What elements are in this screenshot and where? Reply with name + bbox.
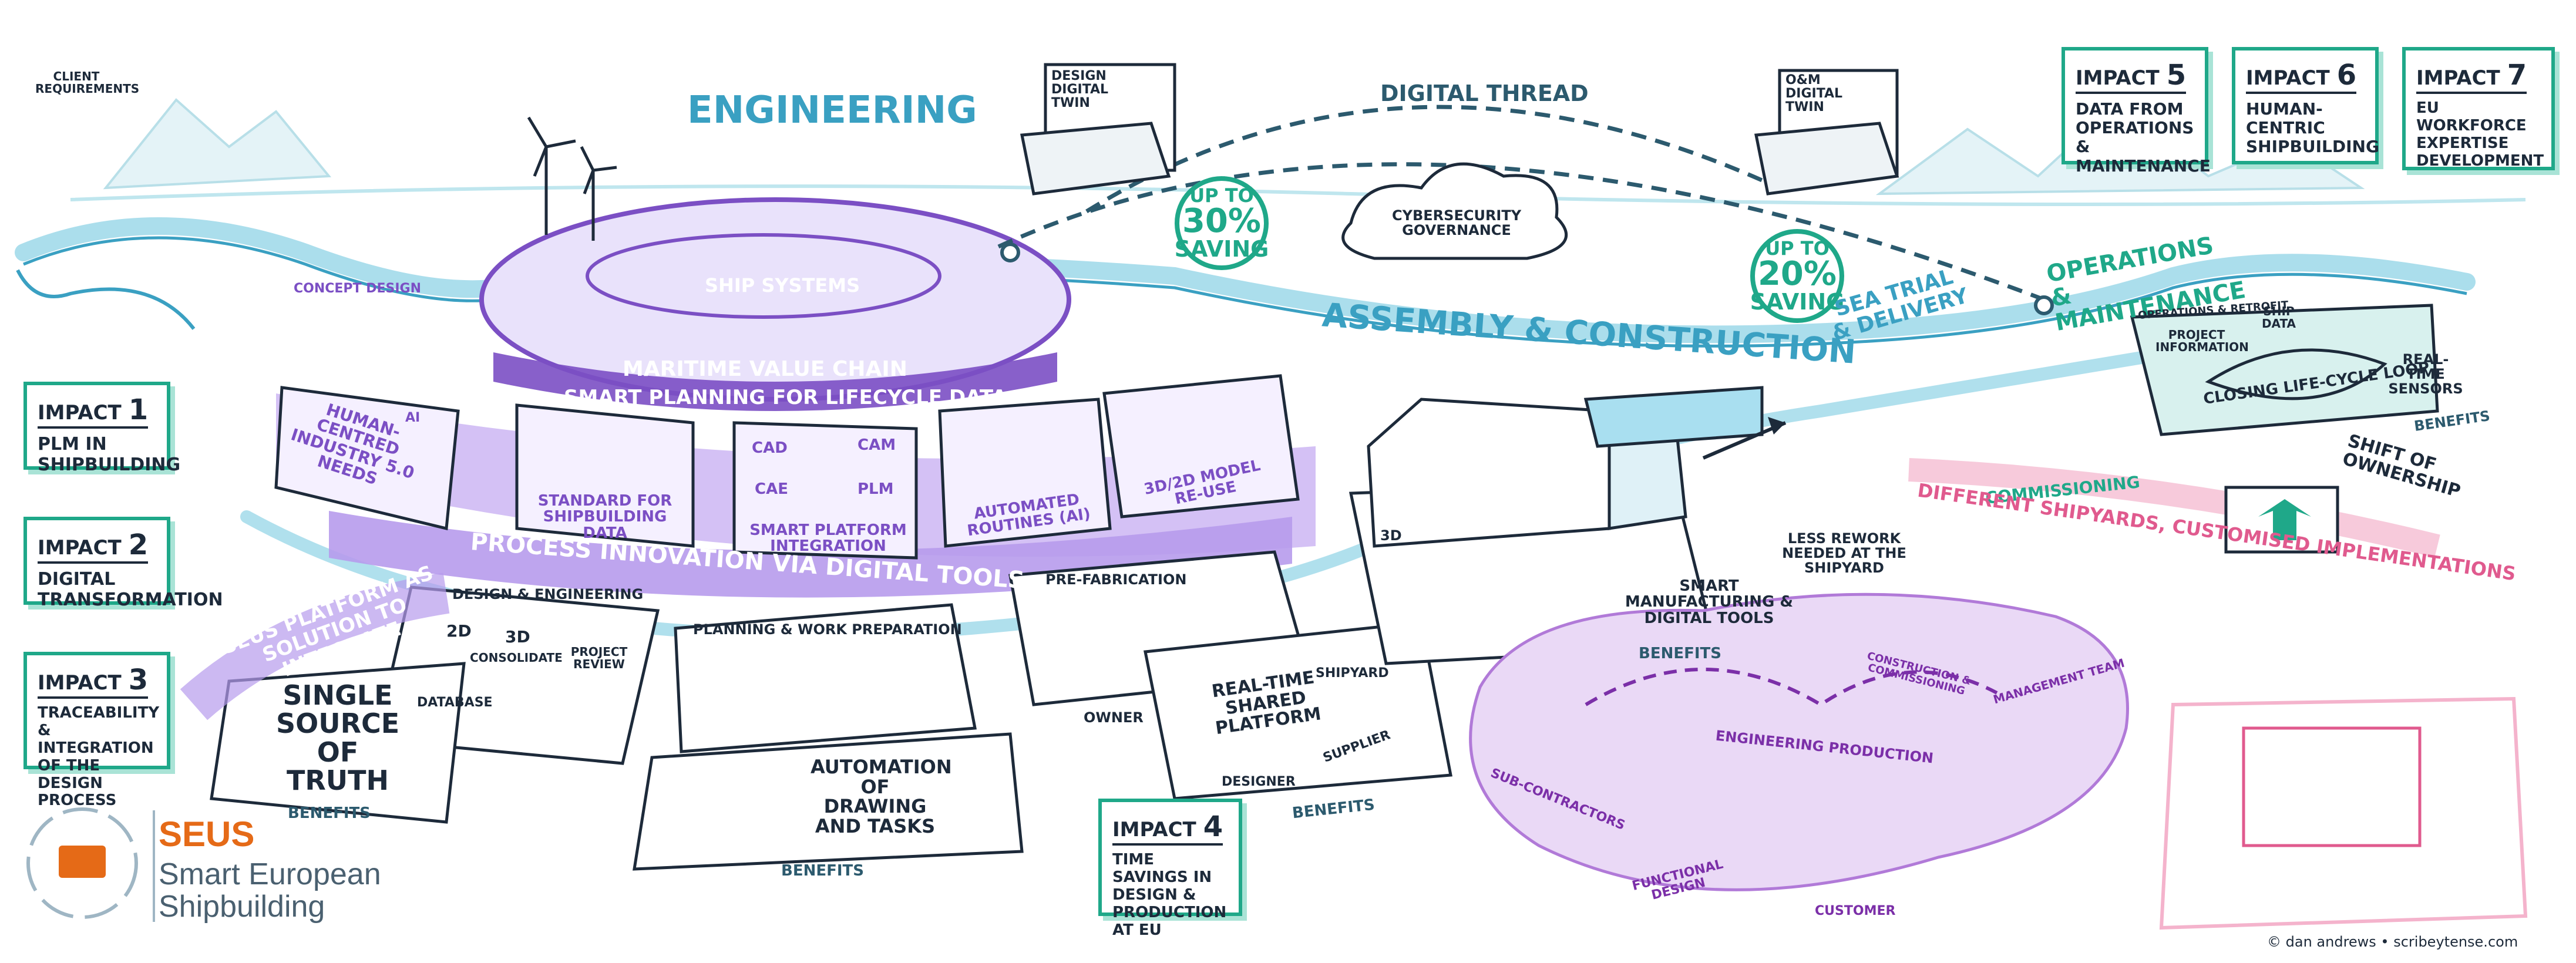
concept-design-label: CONCEPT DESIGN xyxy=(294,281,422,296)
thread-node-left xyxy=(1000,243,1020,262)
cam-label: CAM xyxy=(857,436,896,454)
thread-node-right xyxy=(2034,295,2054,315)
design-engineering-label: DESIGN & ENGINEERING xyxy=(452,586,644,602)
smart-planning-label: SMART PLANNING FOR LIFECYCLE DATA xyxy=(564,386,1007,409)
pink-shift-band xyxy=(1908,458,2440,558)
project-information-label: PROJECT INFORMATION xyxy=(2155,328,2249,354)
seus-logo: SEUS Smart European Shipbuilding xyxy=(23,803,399,927)
engineering-title: ENGINEERING xyxy=(687,89,977,132)
ship-systems-ring xyxy=(586,233,941,319)
owner-label: OWNER xyxy=(1084,709,1144,726)
consolidate-label: CONSOLIDATE xyxy=(470,651,563,665)
cyber-cloud xyxy=(1341,162,1568,260)
om-digital-twin-label: O&M DIGITAL TWIN xyxy=(1785,73,1843,115)
digital-thread-label: DIGITAL THREAD xyxy=(1380,80,1589,106)
client-requirements-label: CLIENT REQUIREMENTS xyxy=(35,69,140,96)
artist-credit: © dan andrews • scribeytense.com xyxy=(2267,934,2518,950)
cybersecurity-label: CYBERSECURITY GOVERNANCE xyxy=(1392,207,1522,239)
planning-work-label: PLANNING & WORK PREPARATION xyxy=(693,621,962,638)
pink-presentation-scene xyxy=(2159,696,2528,930)
single-source-label: SINGLE SOURCE OF TRUTH xyxy=(276,679,400,796)
benefits-label-single-source: BENEFITS xyxy=(288,804,371,822)
presentation-board xyxy=(2242,726,2422,847)
shipyard-label: SHIPYARD xyxy=(1316,666,1389,681)
left-entry-flow xyxy=(16,269,196,330)
tile-human-centred xyxy=(274,386,460,531)
digital-thread-arc-upper xyxy=(1085,105,1793,213)
tool-tiles xyxy=(274,374,1300,560)
seus-platform-band xyxy=(180,573,450,720)
mountains-left xyxy=(103,98,332,190)
benefits-label-fabrication: BENEFITS xyxy=(1639,645,1721,662)
ship-hull-assembly xyxy=(1583,386,1764,448)
seus-logo-ring xyxy=(26,807,138,919)
seus-logo-subtitle: Smart European Shipbuilding xyxy=(159,857,381,924)
org-dashed-links xyxy=(1585,668,1998,707)
horizon-water xyxy=(70,184,2526,206)
seus-logo-laptop xyxy=(59,846,106,878)
tile-model-reuse xyxy=(1102,374,1300,518)
panel-real-time-platform xyxy=(1144,621,1452,800)
real-time-sensors-label: REAL-TIME SENSORS xyxy=(2388,351,2463,398)
panel-planning xyxy=(674,603,977,753)
plm-label: PLM xyxy=(857,480,894,498)
panel-automation xyxy=(633,732,1024,871)
three-d-label-fab: 3D xyxy=(1380,527,1402,544)
smart-platform-label: SMART PLATFORM INTEGRATION xyxy=(749,521,907,555)
smart-manufacturing-label: SMART MANUFACTURING & DIGITAL TOOLS xyxy=(1625,577,1794,627)
value-flow-river xyxy=(15,217,2476,344)
design-digital-twin-card xyxy=(1020,63,1176,196)
organisation-bubble xyxy=(1469,592,2129,891)
designer-label: DESIGNER xyxy=(1222,775,1296,789)
panel-single-source xyxy=(210,662,466,824)
standard-data-label: STANDARD FOR SHIPBUILDING DATA xyxy=(537,492,672,542)
customer-label: CUSTOMER xyxy=(1815,904,1896,918)
tile-automated-routines xyxy=(938,398,1112,548)
maritime-value-chain-band xyxy=(493,352,1057,411)
automation-drawing-label: AUTOMATION OF DRAWING AND TASKS xyxy=(811,756,952,837)
two-d-label: 2D xyxy=(446,621,472,641)
om-digital-twin-card xyxy=(1754,69,1899,196)
value-flow-river-edge xyxy=(23,236,2467,348)
cae-label: CAE xyxy=(755,480,788,498)
cad-label: CAD xyxy=(752,439,788,457)
pre-fabrication-label: PRE-FABRICATION xyxy=(1045,571,1187,588)
tile-smart-platform xyxy=(732,421,918,560)
less-rework-label: LESS REWORK NEEDED AT THE SHIPYARD xyxy=(1782,530,1906,577)
ship-systems-label: SHIP SYSTEMS xyxy=(705,274,860,297)
growth-arrow-head xyxy=(1768,417,1785,435)
benefits-label-automation: BENEFITS xyxy=(781,862,864,880)
project-review-label: PROJECT REVIEW xyxy=(570,645,628,671)
wind-turbines xyxy=(527,116,617,241)
operations-platform xyxy=(2130,304,2439,436)
ai-label: AI xyxy=(405,410,421,425)
closing-loop-arrow xyxy=(2205,348,2387,400)
design-digital-twin-label: DESIGN DIGITAL TWIN xyxy=(1051,69,1109,111)
ship-data-label: SHIP DATA xyxy=(2261,304,2296,331)
three-d-label: 3D xyxy=(505,627,530,647)
upload-arrow-icon xyxy=(2258,499,2311,540)
seus-logo-name: SEUS xyxy=(159,814,255,854)
maritime-value-chain-label: MARITIME VALUE CHAIN xyxy=(623,357,907,381)
tile-standard-data xyxy=(515,403,695,548)
database-label: DATABASE xyxy=(417,695,493,710)
